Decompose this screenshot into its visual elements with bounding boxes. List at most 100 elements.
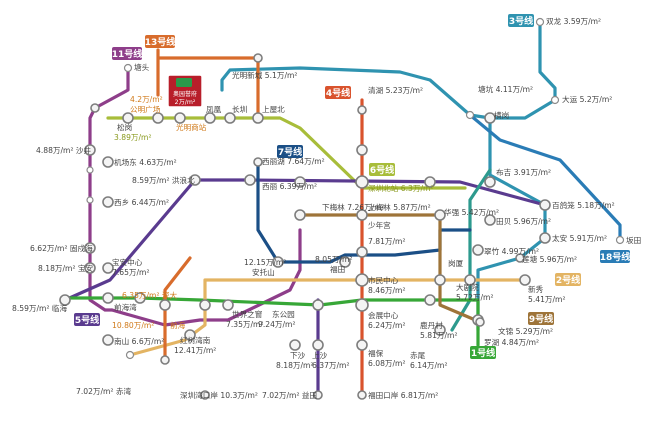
station-line2-node[interactable] bbox=[199, 299, 211, 311]
station-tanghu[interactable] bbox=[465, 110, 475, 120]
line-13-south bbox=[163, 256, 192, 362]
badge-line-13[interactable]: 13号线 bbox=[145, 35, 176, 48]
station-tiantou[interactable] bbox=[123, 63, 133, 73]
station-guangming[interactable] bbox=[174, 112, 186, 124]
station-dayun[interactable] bbox=[550, 95, 560, 105]
station-cuizhu[interactable] bbox=[472, 244, 484, 256]
label-gangxia: 岗厦 bbox=[448, 259, 464, 268]
badge-line-18[interactable]: 18号线 bbox=[600, 250, 631, 263]
station-shenzhenwan[interactable] bbox=[200, 390, 210, 400]
label-chiwan: 7.02万/m² 赤湾 bbox=[76, 386, 132, 396]
station-anxiao[interactable] bbox=[272, 256, 284, 268]
station-line11-node[interactable] bbox=[90, 103, 100, 113]
label-wenjin: 文锦 5.29万/m² bbox=[498, 326, 553, 336]
label-futian-price: 8.05万/m² bbox=[315, 255, 353, 264]
badge-line-6[interactable]: 6号线 bbox=[369, 163, 395, 176]
label-guangming-name: 光明商站 bbox=[176, 122, 207, 132]
station-baigelong[interactable] bbox=[539, 199, 551, 211]
station-jichangdong[interactable] bbox=[102, 156, 114, 168]
station-yitian[interactable] bbox=[313, 390, 323, 400]
badge-line-2[interactable]: 2号线 bbox=[555, 273, 581, 286]
station-baoan-center[interactable] bbox=[102, 262, 114, 274]
station-shaoniangong[interactable] bbox=[356, 246, 368, 258]
station-shanglilang[interactable] bbox=[252, 112, 264, 124]
badge-line-7-bg bbox=[277, 145, 303, 158]
station-line4-a[interactable] bbox=[356, 144, 368, 156]
label-shangsha-price: 6.37万/m² bbox=[312, 361, 350, 370]
badge-line-3[interactable]: 3号线 bbox=[508, 14, 534, 27]
station-futiankouan[interactable] bbox=[357, 390, 367, 400]
station-huaqiang[interactable] bbox=[434, 209, 446, 221]
station-hongqiao[interactable] bbox=[189, 174, 201, 186]
station-lianhuacun[interactable] bbox=[515, 253, 525, 263]
badge-line-5-bg bbox=[74, 313, 100, 326]
label-shangsha: 上沙 bbox=[312, 351, 328, 360]
station-taian[interactable] bbox=[539, 232, 551, 244]
badge-line-9[interactable]: 9号线 bbox=[528, 312, 554, 325]
label-qinghu: 清湖 5.23万/m² bbox=[368, 85, 423, 95]
badge-line-1[interactable]: 1号线 bbox=[470, 346, 496, 359]
label-longhua: 光明新城 5.1万/m² bbox=[232, 70, 297, 80]
station-donggongyuan[interactable] bbox=[312, 299, 324, 311]
station-gangxia[interactable] bbox=[434, 274, 446, 286]
station-futian[interactable] bbox=[339, 256, 351, 268]
station-l11-b[interactable] bbox=[86, 196, 94, 204]
label-xinxiu-price: 5.41万/m² bbox=[528, 295, 566, 304]
station-shenda[interactable] bbox=[134, 292, 146, 304]
station-chiwan-node[interactable] bbox=[160, 355, 170, 365]
station-xixiang[interactable] bbox=[102, 196, 114, 208]
station-xili[interactable] bbox=[244, 174, 256, 186]
station-shajing[interactable] bbox=[84, 144, 96, 156]
station-henggang[interactable] bbox=[484, 112, 496, 124]
badge-line-11[interactable]: 11号线 bbox=[112, 47, 143, 60]
label-shenda: 6.35万/m² 深大 bbox=[122, 290, 178, 300]
label-shajing: 4.88万/m² 沙井 bbox=[36, 145, 92, 155]
station-songgang[interactable] bbox=[122, 112, 134, 124]
station-line13-end[interactable] bbox=[253, 53, 263, 63]
station-l11-a[interactable] bbox=[86, 166, 94, 174]
badge-line-4[interactable]: 4号线 bbox=[325, 86, 351, 99]
project-marker[interactable]: 奥园誉府 2万/m² bbox=[167, 74, 203, 108]
station-hongshuwan[interactable] bbox=[184, 329, 196, 341]
station-xinxiu[interactable] bbox=[519, 274, 531, 286]
label-shanglilang: 上屋北 bbox=[262, 105, 285, 114]
station-shenzhenbei[interactable] bbox=[355, 175, 369, 189]
station-tianbei[interactable] bbox=[484, 214, 496, 226]
badge-line-13-bg bbox=[145, 35, 175, 48]
station-fenghuang[interactable] bbox=[204, 112, 216, 124]
station-shangmeilin[interactable] bbox=[356, 209, 368, 221]
station-shuanglong[interactable] bbox=[535, 17, 545, 27]
badge-line-5[interactable]: 5号线 bbox=[74, 313, 100, 326]
station-huizhan[interactable] bbox=[355, 298, 369, 312]
station-line5-a[interactable] bbox=[294, 176, 306, 188]
station-wenjin[interactable] bbox=[475, 317, 485, 327]
station-chiwei[interactable] bbox=[434, 324, 446, 336]
station-futianbao[interactable] bbox=[356, 339, 368, 351]
station-qianhaiwan[interactable] bbox=[159, 299, 171, 311]
station-gushu[interactable] bbox=[84, 242, 96, 254]
station-qinghu[interactable] bbox=[357, 105, 367, 115]
station-qianhaiwan-n[interactable] bbox=[102, 292, 114, 304]
station-gongming[interactable] bbox=[152, 112, 164, 124]
station-xili-lake[interactable] bbox=[253, 157, 263, 167]
label-futianbao-price: 6.08万/m² bbox=[368, 359, 406, 368]
station-line5-b[interactable] bbox=[424, 176, 436, 188]
station-shangsha[interactable] bbox=[312, 339, 324, 351]
station-bantian[interactable] bbox=[615, 235, 625, 245]
station-chiwan[interactable] bbox=[125, 350, 135, 360]
badge-line-7[interactable]: 7号线 bbox=[277, 145, 303, 158]
station-baoan[interactable] bbox=[84, 262, 96, 274]
station-shijiezhichuang[interactable] bbox=[222, 299, 234, 311]
station-changzhen[interactable] bbox=[224, 112, 236, 124]
station-xiasha[interactable] bbox=[289, 339, 301, 351]
station-buji[interactable] bbox=[484, 176, 496, 188]
station-dajuyuan[interactable] bbox=[464, 274, 476, 286]
badge-line-18-bg bbox=[600, 250, 630, 263]
station-xiameilin[interactable] bbox=[294, 209, 306, 221]
station-linhai[interactable] bbox=[59, 294, 71, 306]
station-shimin[interactable] bbox=[355, 273, 369, 287]
label-dajuyuan-price: 5.72万/m² bbox=[456, 293, 494, 302]
station-lumo[interactable] bbox=[424, 294, 436, 306]
station-nanshan[interactable] bbox=[102, 334, 114, 346]
